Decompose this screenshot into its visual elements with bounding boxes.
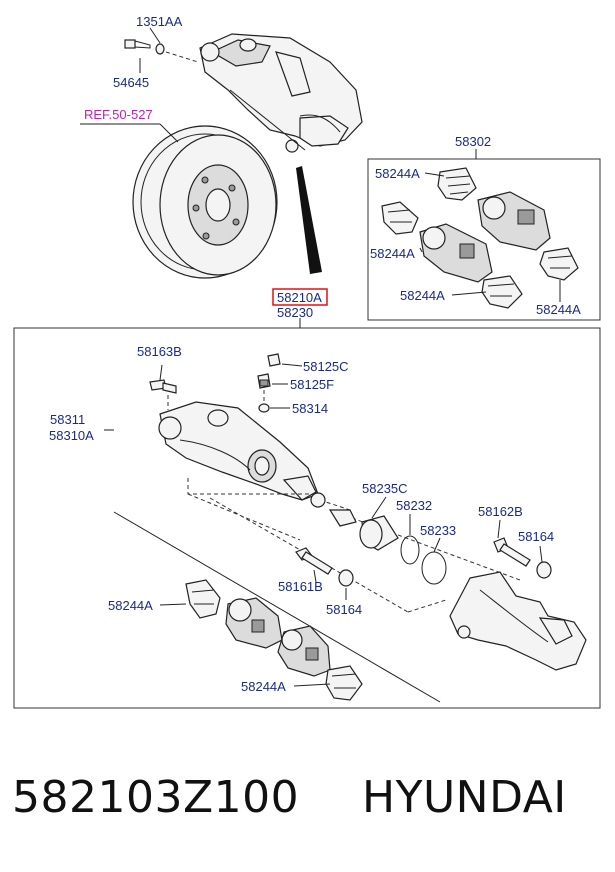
label-58210A: 58210A — [277, 290, 322, 305]
carrier-bracket — [449, 571, 587, 671]
label-58244A-3: 58244A — [400, 288, 445, 303]
mounting-bolt — [124, 27, 199, 73]
label-58230: 58230 — [277, 305, 313, 320]
bleeder-parts — [257, 353, 303, 413]
label-58311: 58311 — [50, 412, 85, 427]
brake-disc — [80, 123, 278, 279]
label-58244A-4: 58244A — [536, 302, 581, 317]
label-58125F: 58125F — [290, 377, 334, 392]
highlight-box — [272, 288, 328, 306]
label-58232: 58232 — [396, 498, 432, 513]
label-58163B: 58163B — [137, 344, 182, 359]
brand-caption: HYUNDAI — [362, 772, 567, 823]
label-58161B: 58161B — [278, 579, 323, 594]
label-1351AA: 1351AA — [136, 14, 183, 29]
guide-bolt-right — [493, 519, 552, 579]
label-58244A-5: 58244A — [108, 598, 153, 613]
guide-bolt-lower — [295, 547, 354, 600]
lower-pads — [159, 579, 363, 701]
label-58164-right: 58164 — [518, 529, 554, 544]
label-58164-lower: 58164 — [326, 602, 362, 617]
label-ref: REF.50-527 — [84, 107, 153, 122]
label-58244A-6: 58244A — [241, 679, 286, 694]
top-caliper — [199, 33, 363, 153]
label-58125C: 58125C — [303, 359, 349, 374]
piston-parts — [310, 492, 447, 585]
label-58162B: 58162B — [478, 504, 523, 519]
label-58244A-1: 58244A — [375, 166, 420, 181]
label-58314: 58314 — [292, 401, 328, 416]
label-58233: 58233 — [420, 523, 456, 538]
label-58302: 58302 — [455, 134, 491, 149]
assembly-frame — [13, 318, 601, 709]
label-58244A-2: 58244A — [370, 246, 415, 261]
caliper-housing — [158, 401, 319, 501]
label-58235C: 58235C — [362, 481, 408, 496]
pad-kit-box — [367, 149, 601, 321]
guide-bolt-upper — [149, 364, 177, 410]
label-54645: 54645 — [113, 75, 149, 90]
pointer-arrow — [296, 166, 322, 274]
part-number-caption: 582103Z100 — [12, 772, 300, 823]
label-58310A: 58310A — [49, 428, 94, 443]
